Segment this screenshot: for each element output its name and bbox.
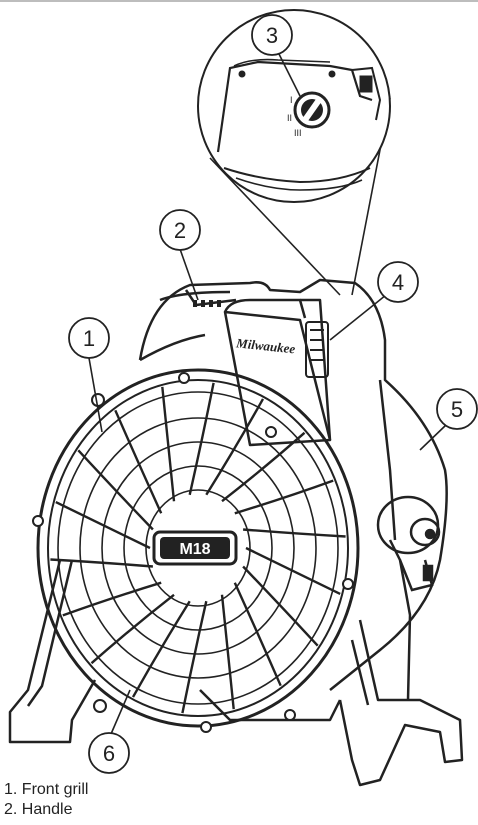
grill-spoke — [50, 558, 153, 568]
callouts — [88, 51, 447, 735]
callout-6-number: 6 — [103, 741, 115, 766]
detail-magnifier — [197, 9, 391, 296]
speed-dial: I II III — [287, 91, 331, 138]
callout-5: 5 — [436, 388, 478, 430]
callout-3-leader — [277, 51, 301, 97]
callout-3-number: 3 — [266, 23, 278, 48]
grill-spoke — [77, 449, 154, 531]
hub-label: M18 — [179, 541, 210, 558]
fan-housing — [138, 278, 448, 691]
grill-spoke — [243, 528, 346, 538]
side-knob — [376, 495, 441, 592]
grill-spoke — [245, 546, 341, 595]
grill-screws — [32, 372, 354, 733]
grill-spoke — [220, 594, 235, 710]
brand-logo: Milwaukee — [235, 335, 297, 356]
callout-2: 2 — [159, 209, 201, 251]
callout-4-number: 4 — [392, 270, 404, 295]
grill-spoke — [233, 582, 282, 687]
grill-spoke — [55, 501, 151, 550]
callout-6: 6 — [88, 732, 130, 774]
grill-spoke — [188, 382, 215, 496]
grill-spoke — [181, 600, 208, 714]
dial-mark-3: III — [294, 128, 302, 138]
grill-spoke — [62, 581, 162, 617]
grill-spoke — [242, 565, 319, 647]
dial-mark-1: I — [290, 95, 293, 105]
fan-hub: M18 — [152, 530, 238, 566]
callout-1: 1 — [68, 317, 110, 359]
front-grill — [36, 368, 360, 728]
parts-legend: 1. Front grill 2. Handle — [4, 780, 88, 820]
grill-spokes — [50, 382, 346, 714]
grill-spoke — [131, 600, 191, 698]
callout-5-leader — [419, 424, 447, 451]
legend-item-handle: 2. Handle — [4, 801, 73, 818]
grill-spoke — [205, 398, 265, 496]
callout-5-number: 5 — [451, 397, 463, 422]
callout-2-number: 2 — [174, 218, 186, 243]
battery-area — [305, 321, 329, 378]
grill-spoke — [114, 409, 163, 514]
callout-4-leader — [329, 294, 387, 341]
grill-spoke — [161, 386, 176, 502]
callout-1-number: 1 — [83, 326, 95, 351]
grill-spoke — [90, 593, 175, 665]
grill-spoke — [234, 479, 334, 515]
handle-grips — [193, 300, 221, 307]
dial-mark-2: II — [287, 113, 292, 123]
callout-4: 4 — [377, 261, 419, 303]
callout-6-leader — [110, 689, 131, 735]
grill-spoke — [221, 431, 306, 503]
legend-item-front-grill: 1. Front grill — [4, 781, 89, 798]
stand — [8, 539, 464, 787]
callout-3: 3 — [251, 14, 293, 56]
callout-1-leader — [88, 357, 103, 433]
callout-2-leader — [179, 248, 199, 301]
